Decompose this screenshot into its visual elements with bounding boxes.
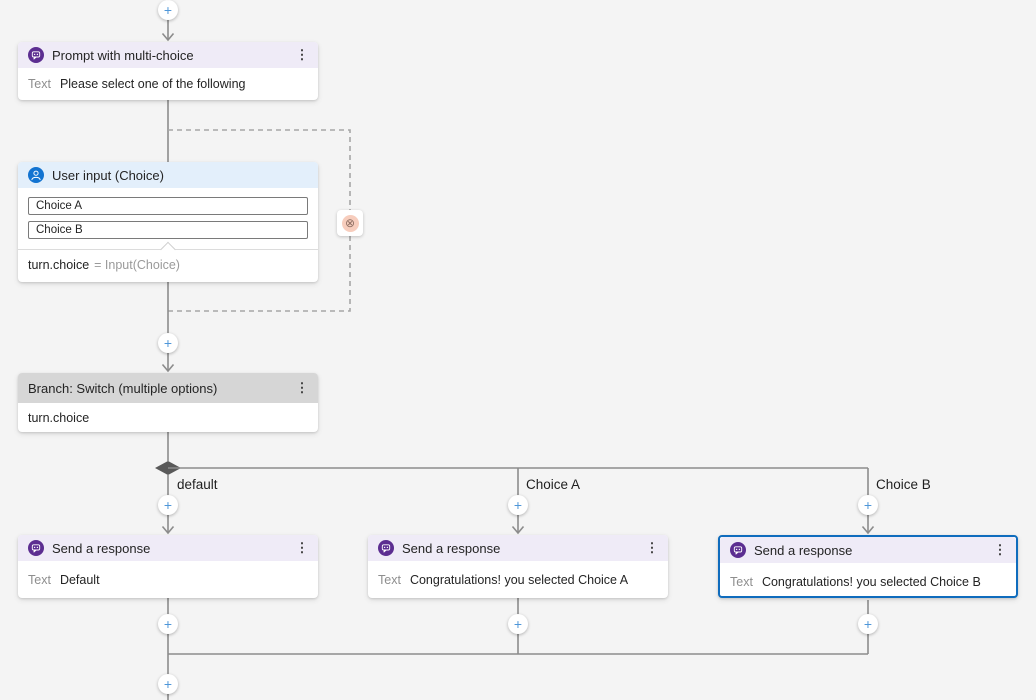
node-menu-button[interactable]: ⋮	[993, 542, 1007, 557]
text-field-value[interactable]: Please select one of the following	[59, 77, 246, 91]
node-body: Text Please select one of the following	[18, 68, 318, 100]
text-field-value[interactable]: Default	[59, 572, 100, 587]
variable-assignment: = Input(Choice)	[94, 257, 180, 272]
text-field-label: Text	[28, 572, 51, 587]
node-menu-button[interactable]: ⋮	[295, 540, 309, 555]
collapse-divider	[18, 241, 318, 258]
node-header: Prompt with multi-choice ⋮	[18, 42, 318, 68]
insert-node-button[interactable]: +	[858, 614, 878, 634]
variable-name: turn.choice	[28, 257, 90, 272]
node-branch-switch[interactable]: Branch: Switch (multiple options) ⋮ turn…	[18, 373, 318, 432]
arrowhead-into-prompt	[161, 32, 175, 42]
insert-node-button[interactable]: +	[158, 495, 178, 515]
node-title: Send a response	[402, 540, 501, 556]
node-header: User input (Choice)	[18, 162, 318, 188]
node-header: Send a response ⋮	[368, 535, 668, 561]
branch-condition-value[interactable]: turn.choice	[28, 410, 90, 425]
node-prompt-multichoice[interactable]: Prompt with multi-choice ⋮ Text Please s…	[18, 42, 318, 100]
insert-node-button[interactable]: +	[858, 495, 878, 515]
node-title: Send a response	[754, 542, 853, 558]
arrowhead-into-send-choice-a	[511, 525, 525, 535]
insert-node-button[interactable]: +	[158, 333, 178, 353]
bot-message-icon	[28, 540, 44, 556]
choice-option-b[interactable]: Choice B	[28, 221, 308, 239]
node-body: Text Default	[18, 561, 318, 598]
bot-message-icon	[28, 47, 44, 63]
branch-label-default: default	[177, 477, 218, 492]
branch-label-choice-a: Choice A	[526, 477, 581, 492]
node-header: Branch: Switch (multiple options) ⋮	[18, 373, 318, 403]
node-body: turn.choice	[18, 403, 318, 432]
node-send-response-choice-b[interactable]: Send a response ⋮ Text Congratulations! …	[718, 535, 1018, 598]
text-field-label: Text	[28, 77, 51, 91]
node-user-input[interactable]: User input (Choice) Choice A Choice B tu…	[18, 162, 318, 282]
insert-node-button[interactable]: +	[158, 614, 178, 634]
node-send-response-default[interactable]: Send a response ⋮ Text Default	[18, 535, 318, 598]
text-field-label: Text	[378, 572, 401, 587]
arrowhead-into-send-choice-b	[861, 525, 875, 535]
node-body: Text Congratulations! you selected Choic…	[368, 561, 668, 598]
node-send-response-choice-a[interactable]: Send a response ⋮ Text Congratulations! …	[368, 535, 668, 598]
insert-node-button[interactable]: +	[158, 0, 178, 20]
node-menu-button[interactable]: ⋮	[645, 540, 659, 555]
insert-node-button[interactable]: +	[508, 614, 528, 634]
insert-node-button[interactable]: +	[158, 674, 178, 694]
invalid-input-loop-badge[interactable]: ⊗	[337, 210, 363, 236]
choice-options-list: Choice A Choice B	[18, 188, 318, 246]
node-title: User input (Choice)	[52, 167, 164, 183]
text-field-value[interactable]: Congratulations! you selected Choice B	[761, 574, 981, 589]
arrowhead-into-send-default	[161, 525, 175, 535]
text-field-label: Text	[730, 574, 753, 589]
circle-x-icon: ⊗	[341, 214, 359, 232]
person-icon	[28, 167, 44, 183]
variable-assignment-row: turn.choice = Input(Choice)	[18, 250, 318, 279]
node-title: Prompt with multi-choice	[52, 47, 194, 63]
insert-node-button[interactable]: +	[508, 495, 528, 515]
bot-message-icon	[730, 542, 746, 558]
node-header: Send a response ⋮	[18, 535, 318, 561]
node-body: Text Congratulations! you selected Choic…	[720, 563, 1016, 600]
text-field-value[interactable]: Congratulations! you selected Choice A	[409, 572, 629, 587]
choice-option-a[interactable]: Choice A	[28, 197, 308, 215]
branch-label-choice-b: Choice B	[876, 477, 931, 492]
bot-message-icon	[378, 540, 394, 556]
node-menu-button[interactable]: ⋮	[295, 380, 309, 395]
node-header: Send a response ⋮	[720, 537, 1016, 563]
node-menu-button[interactable]: ⋮	[295, 47, 309, 62]
arrowhead-into-branch	[161, 363, 175, 373]
node-title: Send a response	[52, 540, 151, 556]
node-title: Branch: Switch (multiple options)	[28, 380, 218, 396]
